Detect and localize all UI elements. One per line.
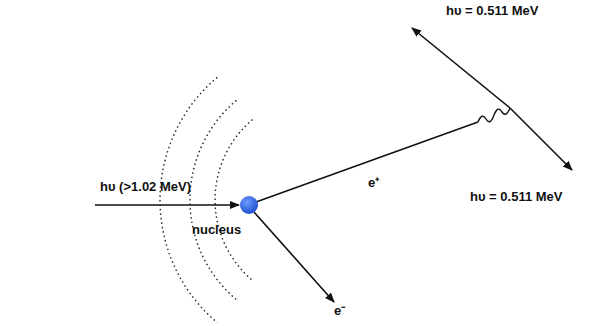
nucleus-label: nucleus [192,223,241,238]
annihilation-photon-arrow [412,28,510,108]
annihilation-photon-arrow [510,108,572,170]
photon-energy-label: hυ = 0.511 MeV [446,4,538,19]
positron-track [256,122,478,202]
nucleus-dot [240,196,258,214]
particle-label: e⁺ [368,176,379,191]
photon-energy-label: hυ = 0.511 MeV [470,190,562,205]
photon-energy-label: hυ (>1.02 MeV) [100,180,191,195]
electron-track [254,212,334,302]
incoming-photon-arrow [95,204,239,206]
annihilation-squiggle [478,108,510,122]
field-arc [160,77,252,322]
particle-label: e⁻ [334,304,345,319]
